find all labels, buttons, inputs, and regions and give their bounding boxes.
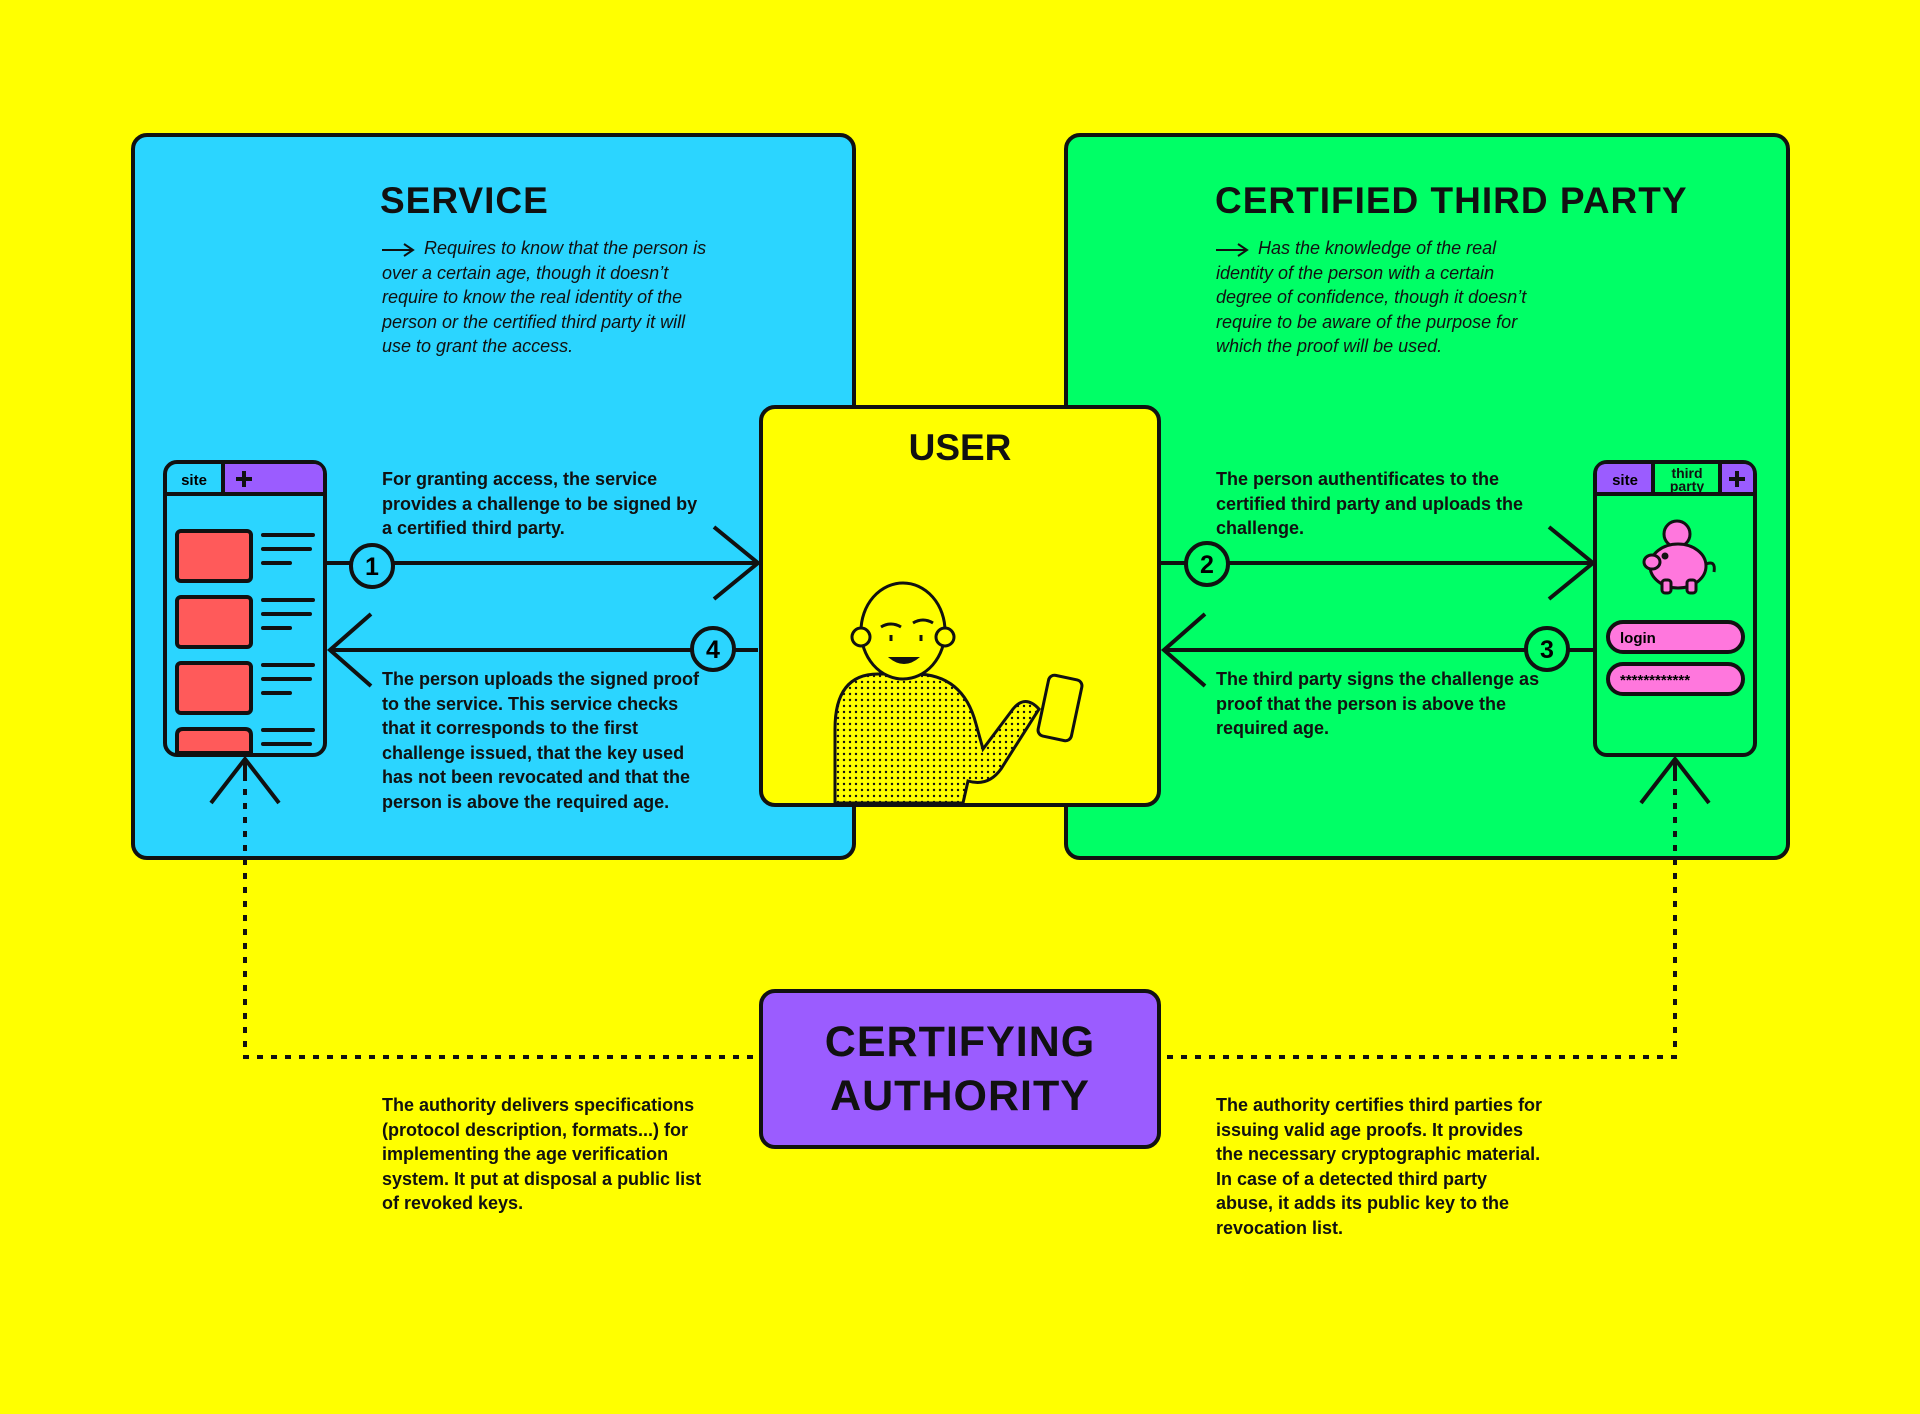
login-label: login [1620,630,1656,647]
arrow-right-icon [1216,243,1249,257]
user-body [833,672,1041,803]
authority-connector-left [243,775,758,1059]
third-party-description-text: Has the knowledge of the real identity o… [1216,238,1527,356]
service-description: Requires to know that the person is over… [382,236,707,359]
service-title: SERVICE [380,180,549,221]
step4-number: 4 [706,636,720,664]
step4-arrow [326,612,758,688]
service-upload-arrow [209,755,281,805]
user-head [859,581,947,681]
user-illustration [833,581,1084,803]
step3-badge: 3 [1524,626,1570,672]
piggy-bank-icon [1642,519,1716,595]
step2-badge: 2 [1184,541,1230,587]
third-party-browser-tab-site: site [1612,472,1638,489]
step1-number: 1 [365,553,379,581]
authority-left-text: The authority delivers specifications (p… [382,1095,702,1213]
authority-connector-right [1162,775,1677,1059]
step3-arrow [1160,612,1596,688]
step1-arrow [325,525,762,601]
authority-right-text: The authority certifies third parties fo… [1216,1095,1543,1238]
password-mask: ************ [1620,672,1690,689]
third-party-browser: site third party login ************ [1593,460,1757,757]
step1-text: For granting access, the service provide… [382,469,698,538]
authority-title: CERTIFYING AUTHORITY [824,1018,1096,1120]
step3-text: The third party signs the challenge as p… [1216,669,1540,738]
service-description-text: Requires to know that the person is over… [382,238,707,356]
plus-icon [1729,471,1745,487]
third-party-description: Has the knowledge of the real identity o… [1216,236,1541,359]
user-box: USER [759,405,1161,807]
third-party-upload-arrow [1639,755,1711,805]
user-title: USER [908,427,1012,468]
login-field[interactable] [1606,620,1745,654]
step2-number: 2 [1200,551,1214,579]
password-field[interactable] [1606,662,1745,696]
plus-icon [236,471,252,487]
step4-badge: 4 [690,626,736,672]
step1-badge: 1 [349,543,395,589]
service-browser-tab: site [181,472,207,489]
third-party-browser-tab-third: third party [1669,465,1705,494]
step3-number: 3 [1540,636,1554,664]
third-party-title: CERTIFIED THIRD PARTY [1215,180,1688,221]
service-browser: site [163,460,327,757]
phone-icon [1036,673,1084,743]
step4-text: The person uploads the signed proof to t… [382,669,700,812]
step2-text: The person authentificates to the certif… [1216,469,1524,538]
arrow-right-icon [382,243,415,257]
certifying-authority-box: CERTIFYING AUTHORITY [759,989,1161,1149]
